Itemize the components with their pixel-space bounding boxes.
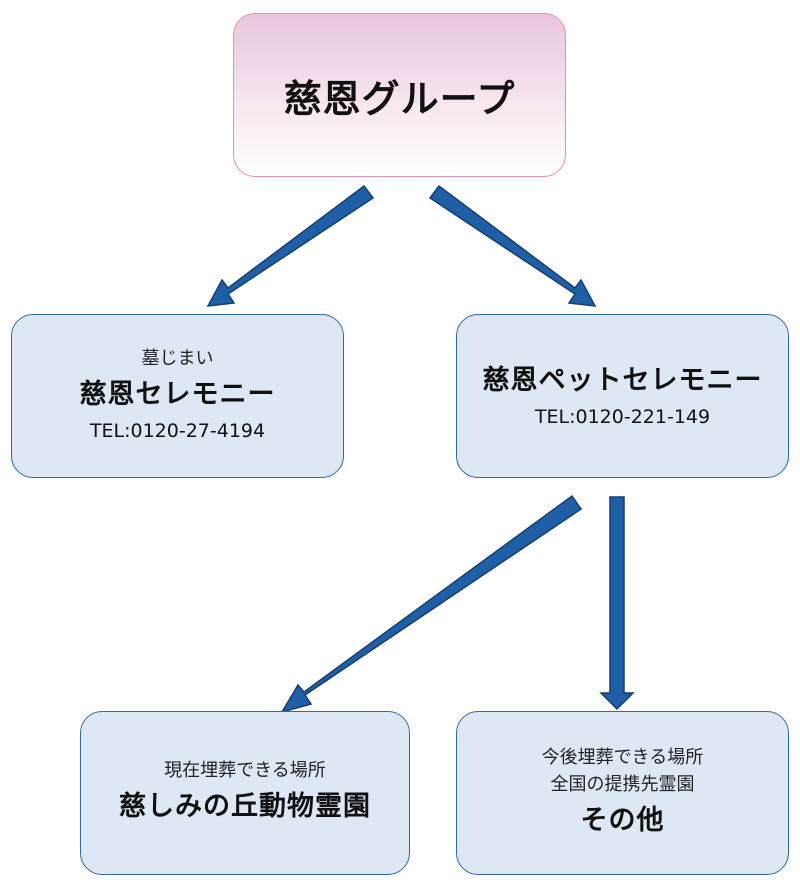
node-tel: TEL:0120-221-149 (534, 406, 711, 429)
node-jion-pet-ceremony: 慈恩ペットセレモニー TEL:0120-221-149 (456, 314, 789, 478)
node-name: 慈恩ペットセレモニー (482, 365, 763, 397)
arrow-pet-to-oka (280, 494, 583, 714)
node-tel: TEL:0120-27-4194 (89, 420, 266, 443)
node-name: 慈しみの丘動物霊園 (119, 791, 371, 823)
node-other: 今後埋葬できる場所 全国の提携先霊園 その他 (456, 711, 789, 875)
node-name: その他 (580, 805, 665, 837)
arrow-root-to-pet (428, 184, 597, 307)
node-caption: 現在埋葬できる場所 (164, 760, 326, 782)
node-caption-2: 全国の提携先霊園 (550, 774, 695, 796)
node-itsukushimi-no-oka: 現在埋葬できる場所 慈しみの丘動物霊園 (80, 711, 410, 875)
node-name: 慈恩セレモニー (79, 379, 276, 411)
root-node-jion-group: 慈恩グループ (233, 13, 566, 177)
root-title: 慈恩グループ (283, 75, 516, 121)
node-jion-ceremony: 墓じまい 慈恩セレモニー TEL:0120-27-4194 (11, 314, 344, 478)
arrow-pet-to-other (599, 496, 635, 711)
node-caption: 墓じまい (141, 348, 214, 370)
arrow-root-to-bosho (206, 184, 375, 307)
node-caption-1: 今後埋葬できる場所 (541, 746, 704, 768)
